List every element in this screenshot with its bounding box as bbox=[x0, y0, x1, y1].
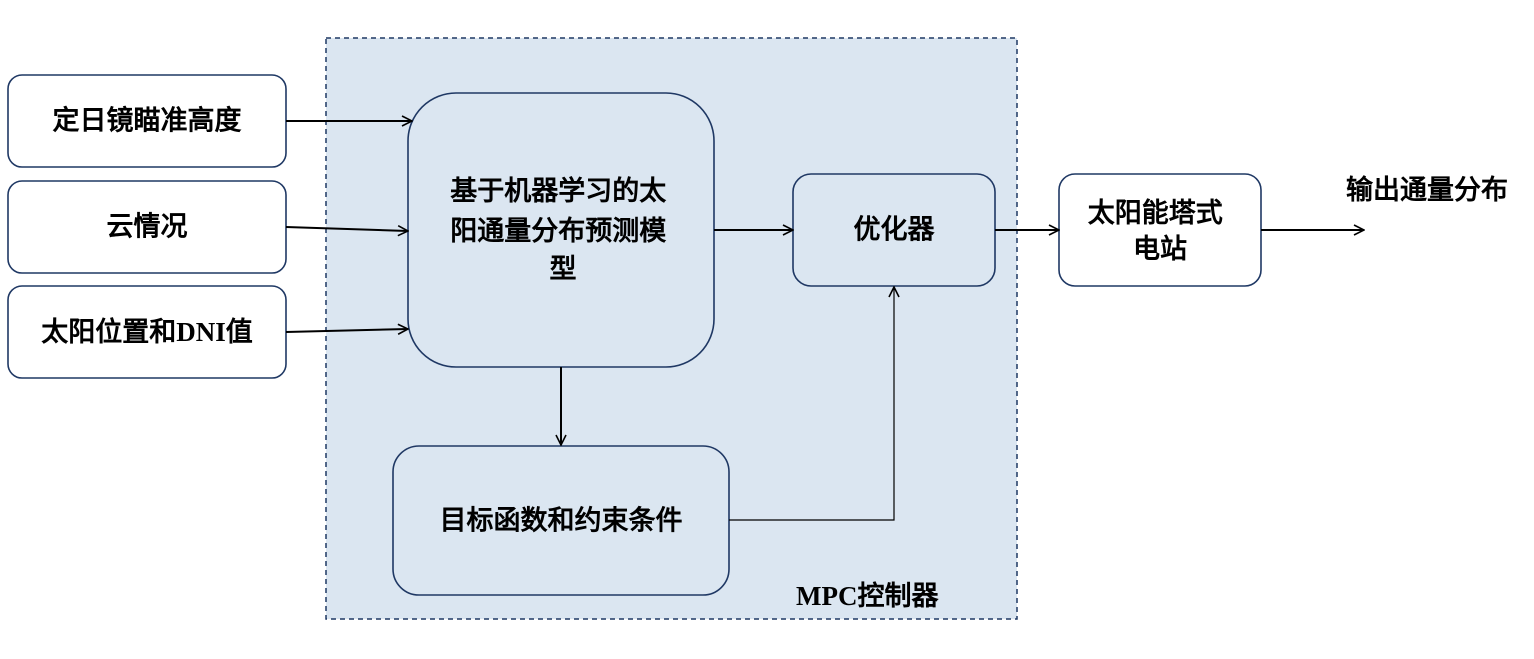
input-sun-position-dni-label: 太阳位置和DNI值 bbox=[41, 316, 253, 348]
input-cloud-condition: 云情况 bbox=[7, 180, 287, 274]
input-heliostat-aim-height-label: 定日镜瞄准高度 bbox=[53, 105, 242, 137]
input-heliostat-aim-height: 定日镜瞄准高度 bbox=[7, 74, 287, 168]
output-flux-distribution-label: 输出通量分布 bbox=[1346, 174, 1508, 206]
input-cloud-condition-label: 云情况 bbox=[107, 212, 188, 243]
mpc-controller-label: MPC控制器 bbox=[796, 581, 939, 612]
arrow-cloud-to-model bbox=[285, 227, 408, 231]
objective-and-constraints-label: 目标函数和约束条件 bbox=[440, 506, 683, 537]
input-sun-position-dni: 太阳位置和DNI值 bbox=[7, 285, 287, 379]
arrow-sun-dni-to-model bbox=[285, 329, 408, 332]
solar-tower-plant-label: 太阳能塔式 电站 bbox=[1088, 197, 1232, 265]
objective-and-constraints: 目标函数和约束条件 bbox=[392, 445, 730, 596]
ml-flux-prediction-model: 基于机器学习的太 阳通量分布预测模 型 bbox=[407, 92, 715, 368]
optimizer-label: 优化器 bbox=[854, 215, 936, 246]
solar-tower-plant: 太阳能塔式 电站 bbox=[1058, 173, 1262, 287]
optimizer: 优化器 bbox=[792, 173, 996, 287]
arrow-objective-to-optimizer bbox=[729, 287, 894, 521]
ml-flux-prediction-model-label: 基于机器学习的太 阳通量分布预测模 型 bbox=[450, 175, 675, 285]
